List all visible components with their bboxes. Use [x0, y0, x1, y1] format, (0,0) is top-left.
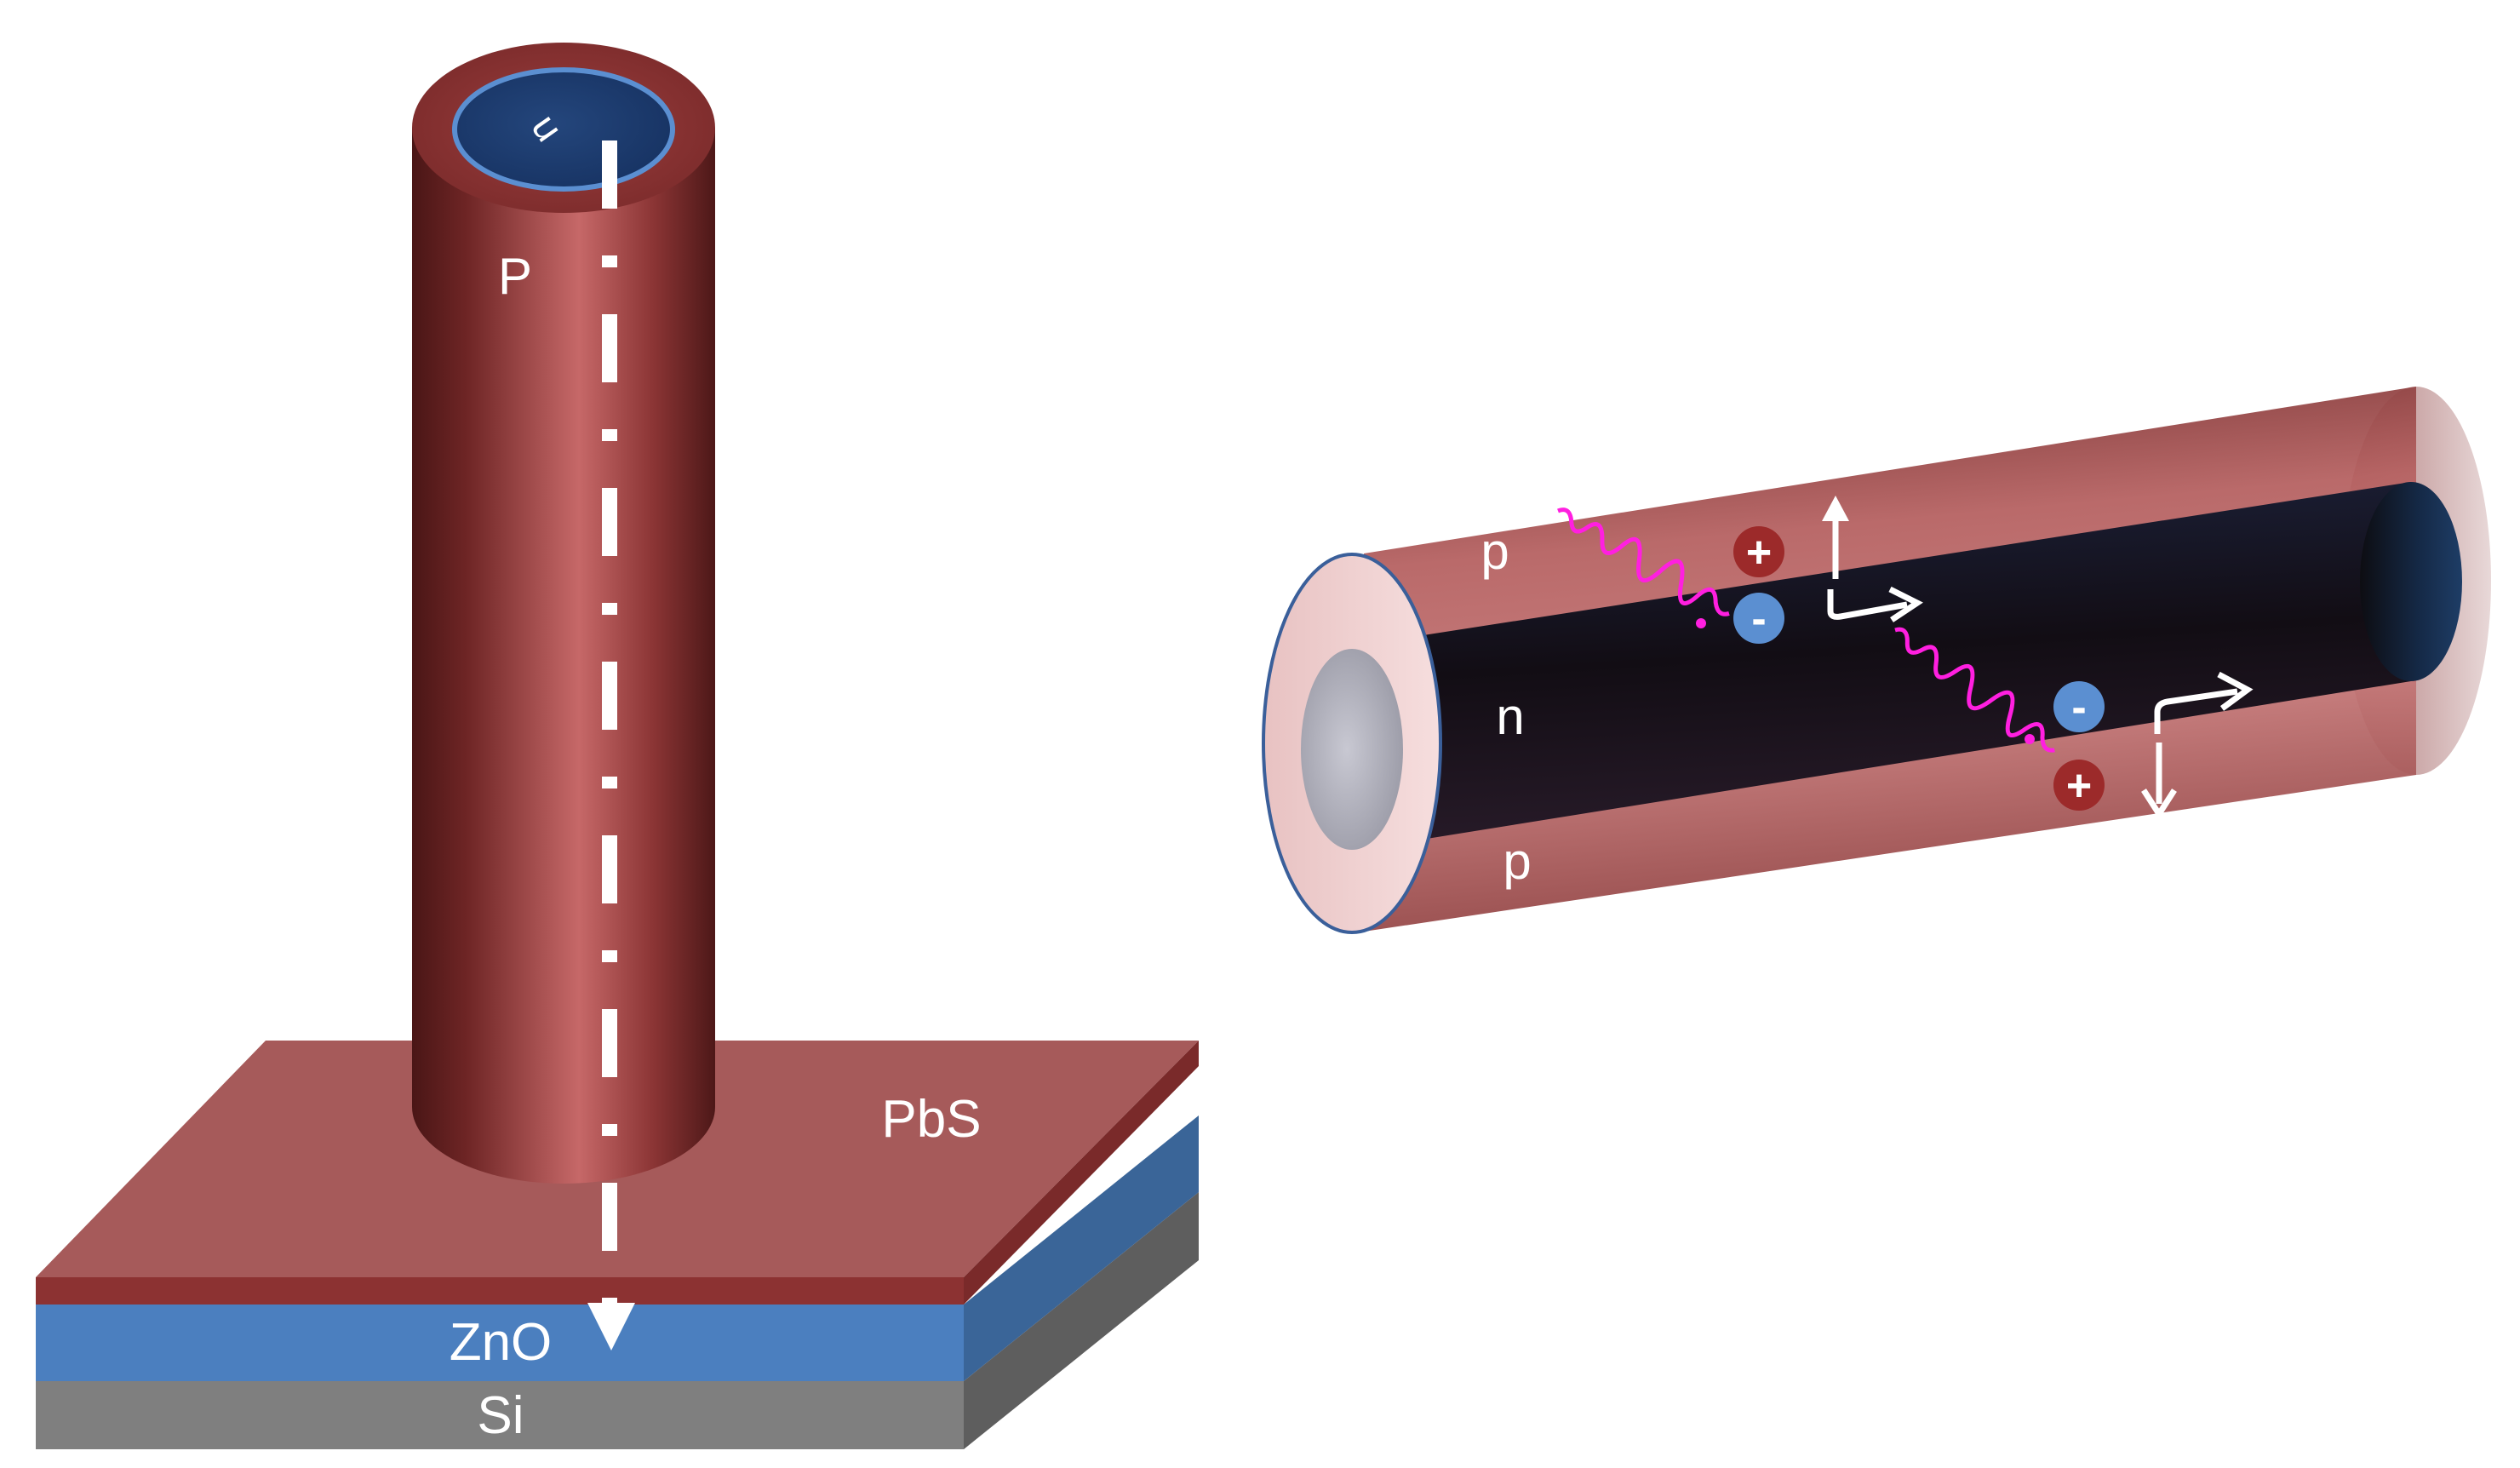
si-label: Si — [477, 1386, 524, 1445]
hole-right-symbol: + — [2066, 761, 2092, 811]
photon-end-left — [1696, 618, 1706, 628]
separation-arrows — [1822, 496, 2254, 820]
si-layer-side — [964, 1192, 1199, 1449]
wire-shell-bottom-label: p — [1503, 833, 1531, 890]
hole-left-symbol: + — [1746, 528, 1772, 577]
hole-right: + — [2053, 760, 2105, 811]
axis-arrow-head — [587, 1303, 635, 1350]
pbs-label: PbS — [881, 1090, 981, 1149]
electron-right: - — [2053, 681, 2105, 732]
si-layer-front — [36, 1381, 964, 1449]
electron-left-symbol: - — [1751, 594, 1766, 644]
electron-core-arrow-right — [2154, 688, 2238, 734]
hole-left: + — [1733, 526, 1784, 577]
photon-wave-right — [1894, 627, 2055, 753]
horizontal-nanowire — [1262, 387, 2491, 934]
zno-label: ZnO — [450, 1313, 553, 1372]
photon-wave-left — [1557, 507, 1730, 616]
hole-up-arrowhead-left — [1822, 496, 1849, 521]
photon-end-right — [2025, 734, 2035, 744]
wire-core-far-end — [2360, 482, 2462, 681]
wire-core-near-end — [1301, 649, 1403, 850]
pbs-layer-side — [964, 1041, 1199, 1305]
wire-core-body — [1347, 482, 2411, 852]
wire-core-label: n — [1496, 688, 1524, 745]
zno-layer-front — [36, 1305, 964, 1381]
substrate-stack — [36, 1041, 1199, 1449]
electron-core-arrowhead-right — [2217, 671, 2254, 711]
pillar-core-top — [452, 67, 675, 192]
electron-core-arrow-left — [1827, 589, 1908, 620]
pbs-layer-front — [36, 1277, 964, 1305]
hole-down-arrowhead-right — [2141, 788, 2177, 820]
electron-right-symbol: - — [2071, 683, 2086, 732]
electron-left: - — [1733, 593, 1784, 644]
wire-shell-top-label: p — [1480, 523, 1509, 580]
electron-core-arrowhead-left — [1888, 586, 1923, 622]
pillar-shell-body — [412, 128, 715, 1184]
zno-layer-side — [964, 1115, 1199, 1381]
pillar-shell-label: P — [498, 248, 532, 305]
vertical-nanopillar — [412, 43, 715, 1350]
